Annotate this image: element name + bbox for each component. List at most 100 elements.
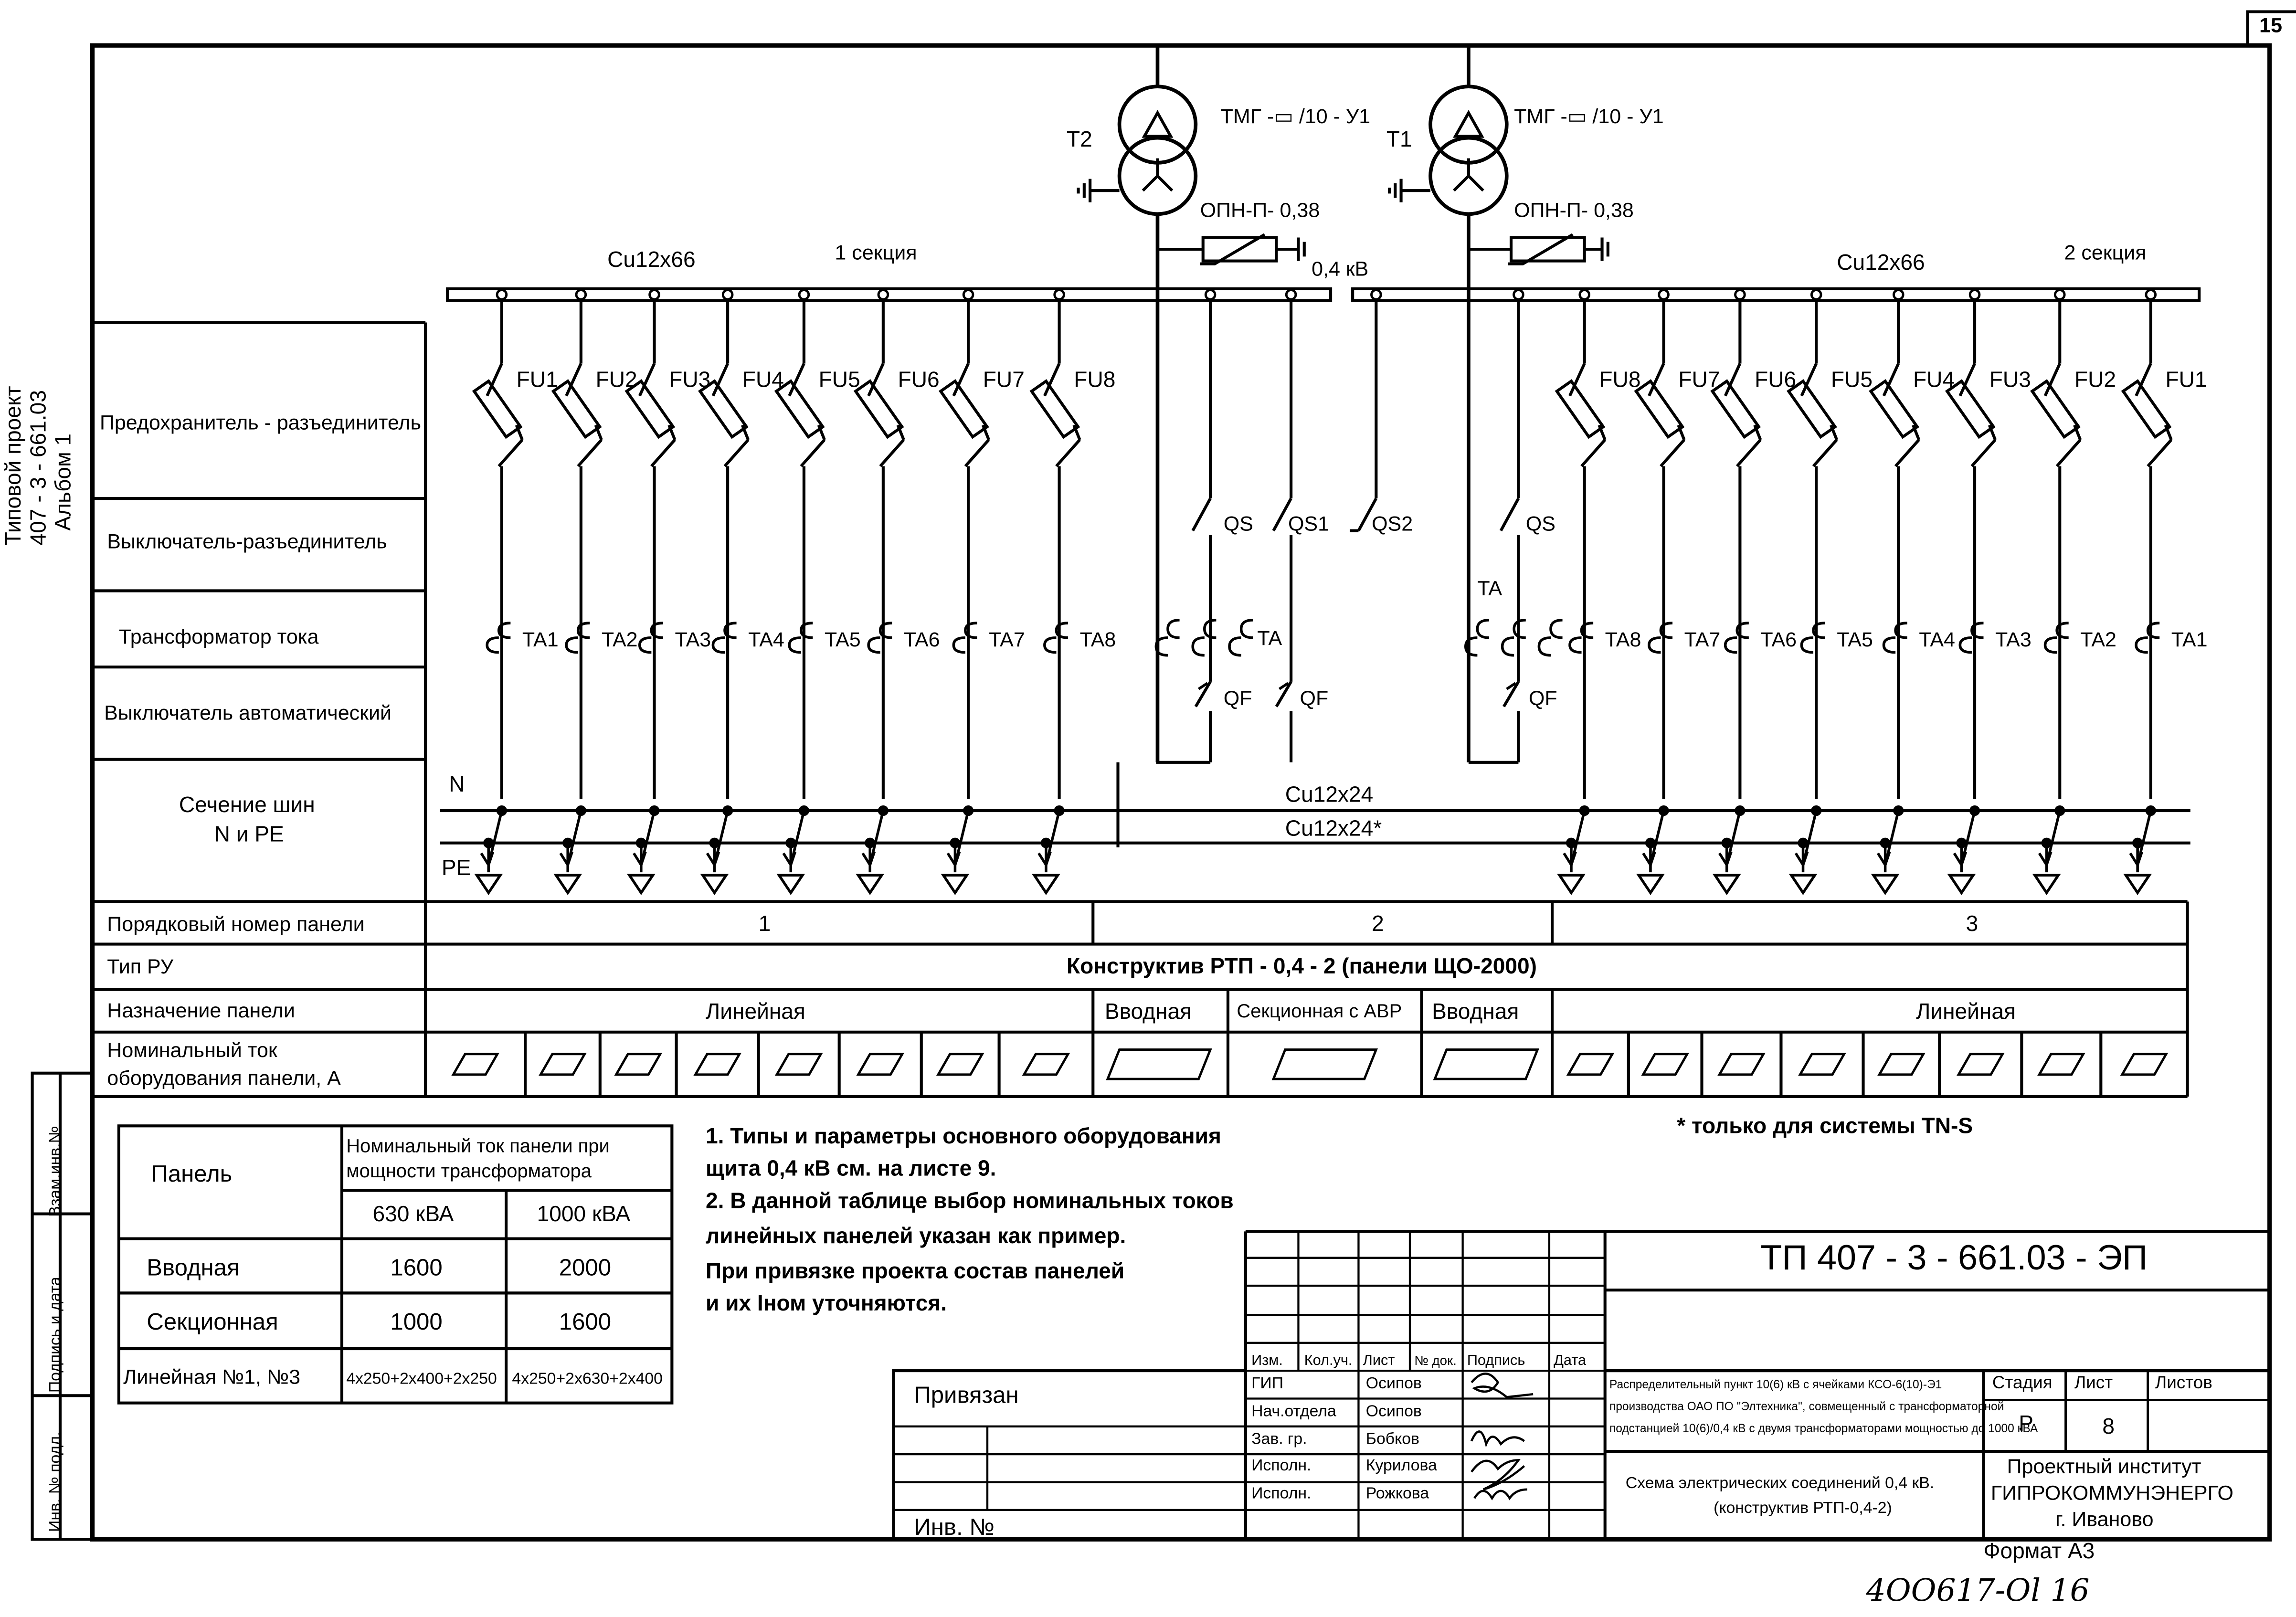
transformer-t1-wye: [1453, 158, 1484, 192]
purpose-linear-right: Линейная: [1916, 999, 2016, 1024]
input-right-breaker-blade: [1502, 681, 1520, 708]
right-feeder-4-fuse-body: [1869, 379, 1919, 439]
project-title-line2: 407 - 3 - 661.03: [25, 390, 50, 545]
left-feeder-3-fuse-label: FU3: [669, 367, 710, 392]
component-labels: FU1TA1FU2TA2FU3TA3FU4TA4FU5TA5FU6TA6FU7T…: [517, 367, 2208, 651]
left-feeder-3-ground-triangle: [627, 874, 656, 896]
right-feeder-7-fuse-lead: [1648, 363, 1665, 397]
right-feeder-3-fuse-lead: [1988, 424, 1997, 441]
current-value-placeholder: [539, 1053, 587, 1076]
right-feeder-6-ct-label: TA6: [1760, 628, 1797, 651]
left-feeder-4-fuse-lead: [741, 424, 750, 441]
transformer-t2-ground-symbol: [1077, 179, 1092, 202]
right-feeder-5-ct-coil: [1800, 622, 1825, 654]
left-section-label: 1 секция: [835, 242, 917, 264]
left-feeder-5-fuse-lead: [817, 424, 826, 441]
right-input-ct-coil-2: [1501, 619, 1526, 657]
left-feeder-7-bus-tap: [962, 288, 974, 301]
right-feeder-6-fuse-body: [1710, 379, 1761, 439]
signature-osipov: [1471, 1373, 1534, 1398]
arrester-left-varistor: [1200, 233, 1266, 265]
left-feeder-2-bus-tap: [575, 288, 587, 301]
right-feeder-2-ct-label: TA2: [2080, 628, 2116, 651]
right-feeder-7-ct-coil: [1648, 622, 1673, 654]
left-feeder-3-pe-tap: [635, 837, 646, 848]
left-feeder-1-fuse-body: [472, 379, 523, 439]
left-feeder-4-bus-tap: [721, 288, 734, 301]
left-feeder-6-bus-tap: [877, 288, 889, 301]
project-title-line3: Альбом 1: [50, 433, 75, 531]
qs2-label: QS2: [1372, 513, 1413, 536]
left-busbar: [446, 287, 1333, 302]
side-vzam-label: Взам.инв.№: [46, 1126, 64, 1216]
right-busbar-label: Cu12x66: [1837, 250, 1925, 275]
right-feeder-8-fuse-lead: [1598, 424, 1607, 441]
left-feeder-1-fuse-lead: [515, 424, 524, 441]
right-feeder-2-bus-tap: [2053, 288, 2066, 301]
right-feeder-6-blade: [1735, 439, 1762, 467]
right-feeder-5-fuse-lead: [1800, 363, 1818, 397]
right-feeder-1-bus-tap: [2145, 288, 2157, 301]
sectional-right-blade: [1357, 497, 1378, 532]
arrester-left-ground-symbol: [1297, 237, 1306, 261]
left-feeder-8-fuse-label: FU8: [1074, 367, 1115, 392]
row-label-switch: Выключатель-разъединитель: [107, 530, 387, 553]
qs-right-label: QS: [1526, 513, 1555, 536]
left-feeder-3-ct-label: TA3: [675, 628, 711, 651]
left-feeder-1-ct-label: TA1: [522, 628, 559, 651]
left-feeder-5-blade: [800, 439, 826, 467]
current-value-placeholder: [856, 1053, 905, 1076]
stamp-name-2: Осипов: [1366, 1402, 1422, 1420]
right-feeder-8-ct-coil: [1568, 622, 1594, 654]
panel-number-3: 3: [1966, 911, 1979, 936]
current-value-placeholder: [1022, 1053, 1070, 1076]
ta-left-label: TA: [1257, 627, 1282, 650]
left-feeder-4-fuse-body: [698, 379, 749, 439]
row-label-bus-section-2: N и PE: [214, 822, 284, 846]
transformer-t1-ground-symbol: [1387, 179, 1403, 202]
note-2d: и их Iном уточняются.: [706, 1290, 947, 1315]
stamp-desc-1: Распределительный пункт 10(6) кВ с ячейк…: [1609, 1378, 1942, 1391]
purpose-linear-left: Линейная: [706, 999, 805, 1024]
project-title-line1: Типовой проект: [0, 386, 25, 545]
left-feeder-3-arrow: [633, 851, 647, 866]
left-feeder-7-fuse-lead: [952, 363, 970, 397]
right-input-ct-coil-1: [1464, 619, 1490, 657]
table-row-linear-1000: 4x250+2x630+2x400: [512, 1370, 663, 1388]
stamp-role-4: Исполн.: [1251, 1456, 1311, 1474]
right-feeder-8-fuse-body: [1555, 379, 1606, 439]
right-feeder-8-ground-triangle: [1557, 874, 1586, 896]
left-feeder-5-fuse-lead: [788, 363, 805, 397]
row-label-ct: Трансформатор тока: [119, 625, 319, 648]
right-feeder-4-ground-triangle: [1871, 874, 1900, 896]
right-feeder-1-fuse-lead: [2164, 424, 2173, 441]
transformer-t2-wye: [1142, 158, 1174, 192]
right-feeder-3-arrow: [1953, 851, 1968, 866]
input-right-breaker-mark: [1506, 682, 1516, 690]
table-row-linear-name: Линейная №1, №3: [123, 1366, 300, 1389]
stamp-hdr-date: Дата: [1554, 1352, 1587, 1368]
right-feeder-8-blade: [1580, 439, 1606, 467]
left-feeder-6-fuse-body: [853, 379, 904, 439]
left-feeder-4-arrow: [706, 851, 720, 866]
stamp-role-2: Нач.отдела: [1251, 1402, 1336, 1420]
current-value-placeholder: [1271, 1048, 1378, 1080]
left-feeder-4-ct-coil: [711, 622, 737, 654]
left-feeder-2-fuse-label: FU2: [596, 367, 637, 392]
current-value-placeholder: [1566, 1053, 1615, 1076]
table-row-input-630: 1600: [390, 1255, 442, 1281]
left-feeder-1-fuse-lead: [486, 363, 503, 397]
stamp-role-5: Исполн.: [1251, 1484, 1311, 1502]
qs-left-label: QS: [1224, 513, 1253, 536]
left-feeder-8-ct-coil: [1043, 622, 1069, 654]
stamp-name-3: Бобков: [1366, 1430, 1419, 1448]
row-label-ru-type: Тип РУ: [107, 955, 173, 978]
stamp-stage-header: Стадия: [1992, 1373, 2053, 1392]
left-feeder-7-pe-tap: [950, 837, 961, 848]
right-feeder-2-fuse-lead: [2043, 363, 2062, 397]
right-feeder-4-ct-coil: [1882, 622, 1907, 654]
left-feeder-7-ct-coil: [952, 622, 977, 654]
input-left-blade: [1191, 497, 1212, 532]
stamp-format: Формат А3: [1983, 1538, 2095, 1563]
left-feeder-2-fuse-lead: [594, 424, 603, 441]
